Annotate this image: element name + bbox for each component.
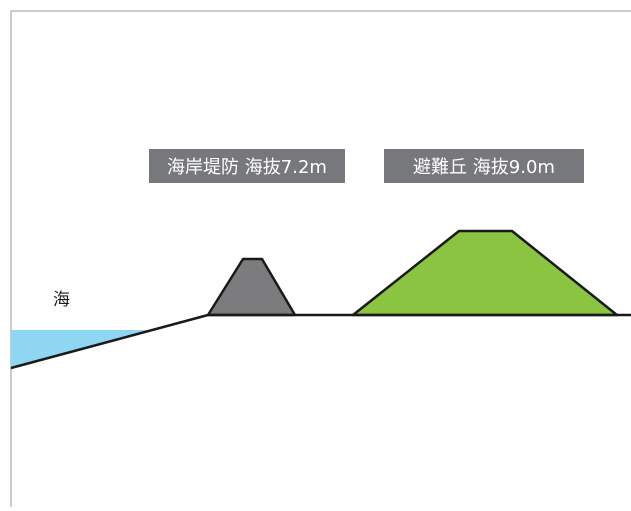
- evacuation-hill-shape: [351, 229, 619, 317]
- seawall-shape: [206, 257, 297, 317]
- sea-label: 海: [53, 290, 70, 310]
- seawall-label-box: [149, 149, 345, 183]
- seawall-label: 海岸堤防 海抜7.2m: [167, 157, 327, 178]
- evacuation-hill-label-box: [384, 149, 584, 183]
- ground-line: [10, 313, 631, 370]
- evacuation-hill-label: 避難丘 海抜9.0m: [413, 157, 555, 178]
